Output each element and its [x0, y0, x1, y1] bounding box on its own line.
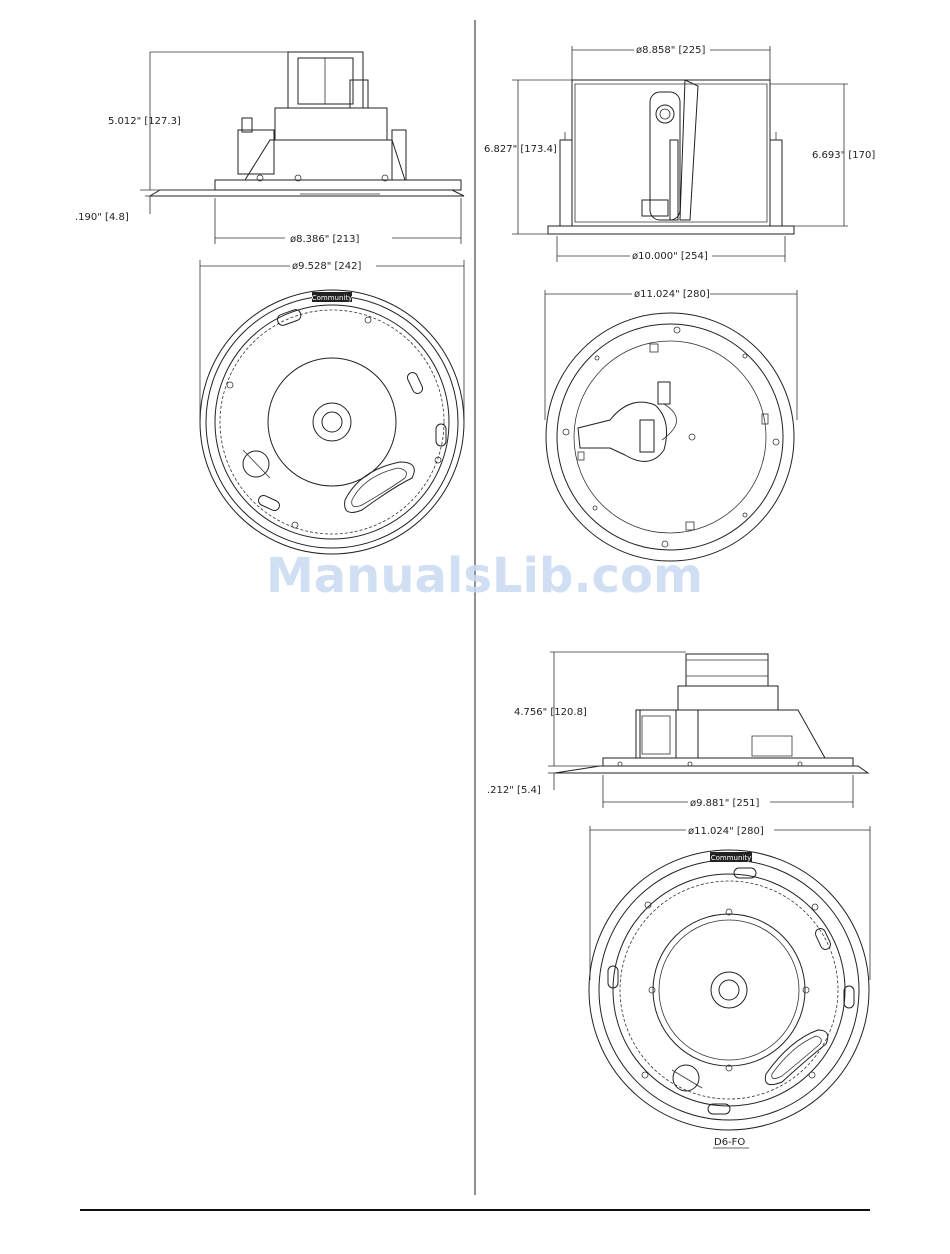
dim-tr-right: 6.693" [170]: [812, 150, 875, 161]
dim-tr-left: 6.827" [173.4]: [484, 144, 557, 155]
dim-tr-round: ø11.024" [280]: [634, 289, 710, 300]
dim-br-height: 4.756" [120.8]: [514, 707, 587, 718]
dim-tl-height: 5.012" [127.3]: [108, 116, 181, 127]
dim-br-bottom: ø9.881" [251]: [690, 798, 760, 809]
top-right-side-view: ø8.858" [225] 6.827" [173.4] 6.693" [170…: [484, 45, 875, 262]
top-left-front-view: ø9.528" [242] Community: [200, 260, 464, 554]
dim-tr-top: ø8.858" [225]: [636, 45, 706, 56]
community-logo-text-2: Community: [711, 854, 752, 862]
top-right-round-view: ø11.024" [280]: [545, 289, 797, 561]
bottom-right-round-view: ø11.024" [280] Community D6-FO: [589, 826, 870, 1148]
dim-tl-flange: .190" [4.8]: [75, 212, 129, 223]
dim-br-flange: .212" [5.4]: [487, 785, 541, 796]
dim-br-round: ø11.024" [280]: [688, 826, 764, 837]
dim-tl-bottom: ø8.386" [213]: [290, 234, 360, 245]
bottom-right-side-view: 4.756" [120.8] .212" [5.4] ø9.881" [251]: [487, 652, 868, 809]
top-left-side-view: 5.012" [127.3] .190" [4.8] ø8.386" [213]: [75, 52, 464, 245]
dim-tl-round: ø9.528" [242]: [292, 261, 362, 272]
dim-tr-bottom: ø10.000" [254]: [632, 251, 708, 262]
model-caption: D6-FO: [714, 1137, 745, 1148]
community-logo-text: Community: [312, 294, 353, 302]
